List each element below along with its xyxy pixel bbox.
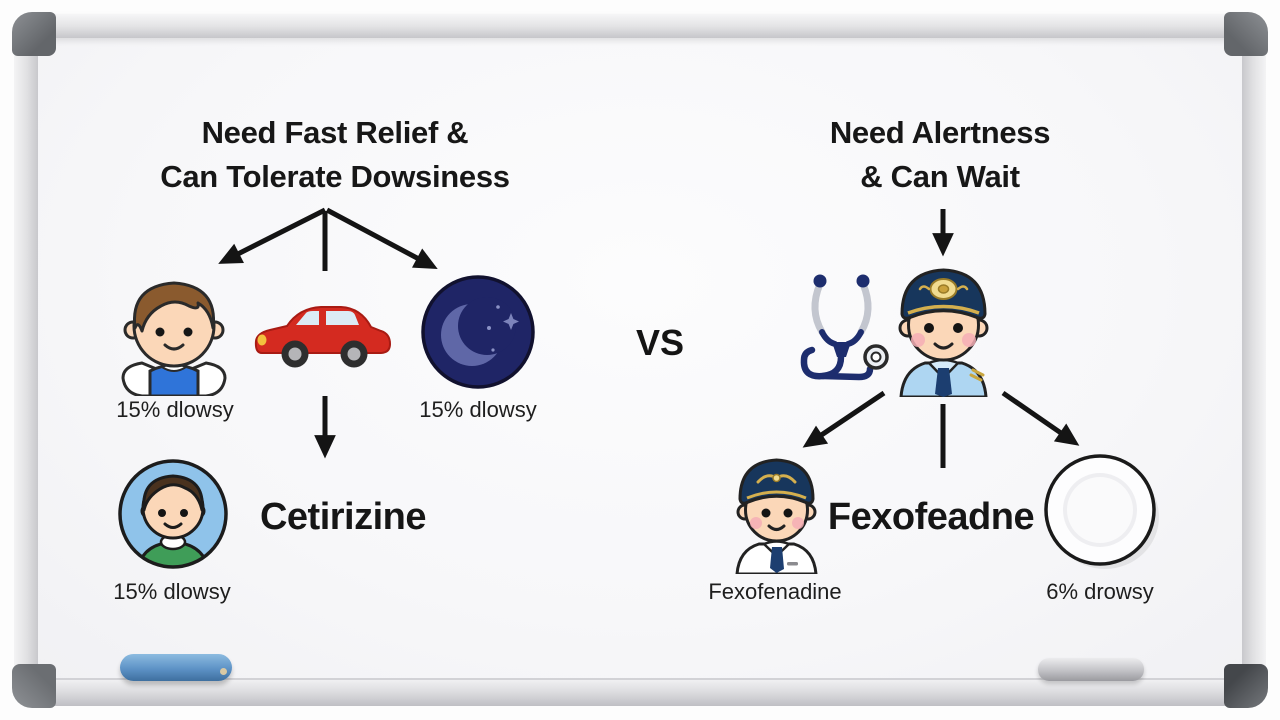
empty-plate-icon (1042, 452, 1162, 572)
right-heading: Need Alertness & Can Wait (760, 111, 1120, 199)
left-drug-name: Cetirizine (259, 496, 427, 538)
boy-icon (112, 268, 236, 396)
night-moon-icon (419, 273, 537, 391)
frame-corner-bottom-right (1224, 664, 1268, 708)
patient-avatar-icon (115, 456, 231, 572)
blue-marker (120, 654, 232, 681)
right-drug-name: Fexofeadne (827, 496, 1035, 538)
vs-label: VS (635, 322, 685, 363)
frame-tray-bottom (34, 678, 1246, 706)
right-heading-line1: Need Alertness (829, 115, 1051, 150)
pilot-caption: Fexofenadine (708, 579, 842, 604)
plate-caption: 6% drowsy (1046, 579, 1154, 604)
pilot-small-icon (714, 452, 839, 574)
frame-corner-bottom-left (12, 664, 56, 708)
whiteboard-surface (36, 36, 1244, 680)
frame-corner-top-right (1224, 12, 1268, 56)
night-caption: 15% dlowsy (419, 397, 537, 422)
frame-corner-top-left (12, 12, 56, 56)
left-heading: Need Fast Relief & Can Tolerate Dowsines… (115, 111, 555, 199)
child-caption: 15% dlowsy (116, 397, 234, 422)
pilot-icon (871, 262, 1016, 397)
car-icon (250, 296, 396, 374)
gray-eraser (1038, 658, 1144, 681)
frame-rail-left (14, 34, 38, 686)
frame-rail-right (1242, 34, 1266, 686)
right-heading-line2: & Can Wait (860, 159, 1020, 194)
stethoscope-icon (797, 270, 903, 388)
left-heading-line1: Need Fast Relief & (201, 115, 469, 150)
left-heading-line2: Can Tolerate Dowsiness (160, 159, 510, 194)
frame-rail-top (34, 14, 1246, 38)
patient-caption: 15% dlowsy (113, 579, 231, 604)
